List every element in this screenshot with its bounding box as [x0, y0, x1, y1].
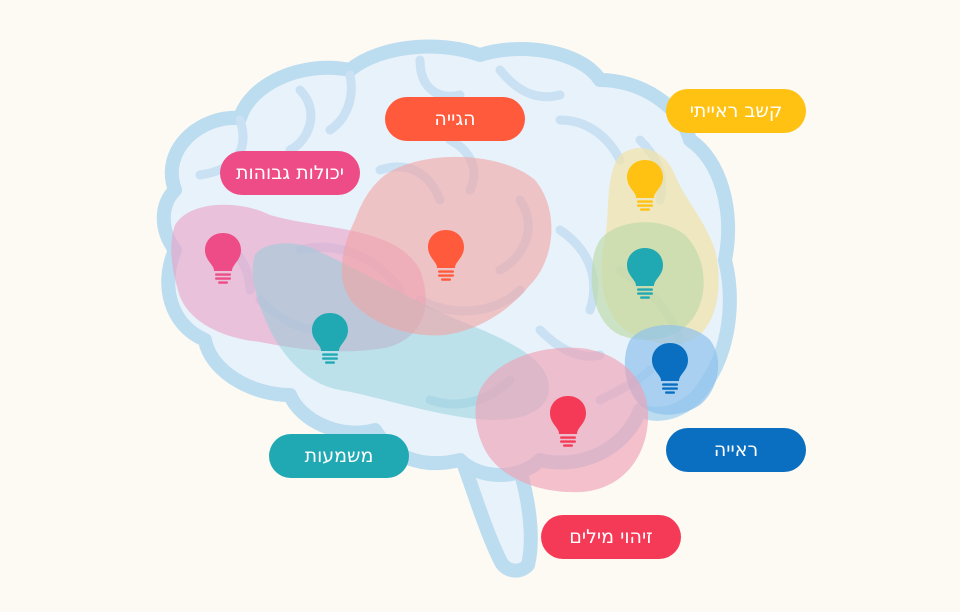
label-hagiya: הגייה: [385, 97, 525, 141]
lightbulb-icon: [627, 160, 663, 211]
label-kesher: קשב ראייתי: [666, 89, 806, 133]
lightbulb-icon: [428, 230, 464, 281]
lightbulb-icon: [312, 313, 348, 364]
label-yecholot: יכולות גבוהות: [220, 151, 360, 195]
lightbulb-icon: [550, 396, 586, 447]
lightbulb-icon: [205, 233, 241, 284]
label-zihui: זיהוי מילים: [541, 515, 681, 559]
label-mashmaut: משמעות: [269, 434, 409, 478]
lightbulb-icon: [652, 343, 688, 394]
lightbulb-icon: [627, 248, 663, 299]
label-reiya: ראייה: [666, 428, 806, 472]
bulb-layer: [205, 160, 688, 447]
blob-mashmaut: [252, 243, 549, 420]
